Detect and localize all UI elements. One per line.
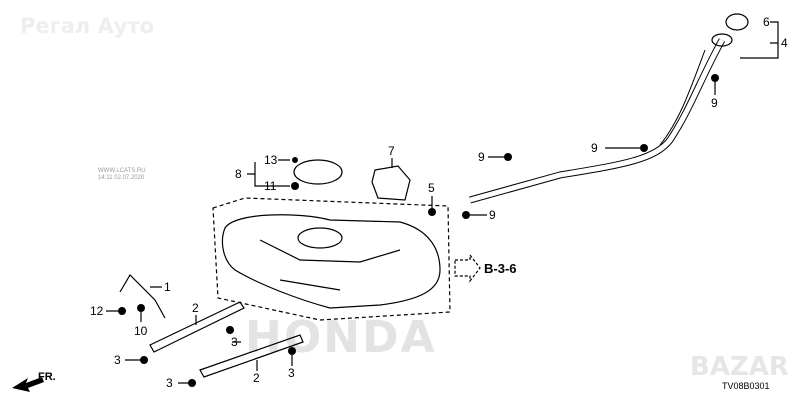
callout-1: 1 [164, 280, 171, 294]
bolt-12 [118, 307, 126, 315]
reference-link[interactable]: B-3-6 [484, 261, 517, 276]
callout-9: 9 [591, 141, 598, 155]
callout-4: 4 [781, 36, 788, 50]
bolt-3a [140, 356, 148, 364]
callout-9: 9 [489, 208, 496, 222]
strap-rear [199, 334, 304, 378]
callout-3: 3 [114, 353, 121, 367]
callout-10: 10 [134, 324, 148, 338]
callout-7: 7 [388, 144, 395, 158]
callout-13: 13 [264, 153, 278, 167]
bolt-9b [640, 144, 648, 152]
site-stamp: WWW.LCATS.RU 14:11 02.07.2020 [98, 168, 146, 182]
bolt-5 [428, 208, 436, 216]
bolt-13 [292, 157, 298, 163]
honda-watermark: HONDA [245, 312, 437, 363]
diagram-code: TV08B0301 [722, 381, 770, 391]
front-direction-label: FR. [38, 371, 56, 383]
strap-front [149, 301, 245, 353]
stamp-time: 14:11 02.07.2020 [98, 175, 145, 181]
bolt-9a [711, 74, 719, 82]
callout-5: 5 [428, 181, 435, 195]
fuel-tank [221, 214, 441, 309]
callout-3: 3 [231, 335, 238, 349]
nut-10 [137, 304, 145, 312]
callout-6: 6 [763, 15, 770, 29]
bolt-11 [291, 182, 299, 190]
bazar-watermark: BAZAR [690, 352, 789, 382]
callout-12: 12 [90, 304, 104, 318]
callout-9: 9 [711, 96, 718, 110]
bolt-3d [288, 347, 296, 355]
part-7 [371, 165, 411, 201]
bolt-9c [504, 153, 512, 161]
reference-arrow [454, 253, 481, 283]
callout-9: 9 [478, 150, 485, 164]
brand-watermark: Регал Ауто [20, 14, 155, 38]
front-arrow-icon [12, 377, 44, 392]
site-url: WWW.LCATS.RU [98, 168, 146, 174]
callout-2: 2 [192, 301, 199, 315]
part-8 [293, 159, 343, 185]
callout-11: 11 [264, 179, 277, 193]
filler-cap [725, 13, 749, 31]
part-1 [119, 274, 166, 319]
callout-8: 8 [235, 167, 242, 181]
callout-3: 3 [288, 366, 295, 380]
bolt-3c [188, 379, 196, 387]
bolt-3b [226, 326, 234, 334]
callout-3: 3 [166, 376, 173, 390]
callout-2: 2 [253, 371, 260, 385]
dashed-boundary [212, 197, 451, 321]
bolt-9d [462, 211, 470, 219]
